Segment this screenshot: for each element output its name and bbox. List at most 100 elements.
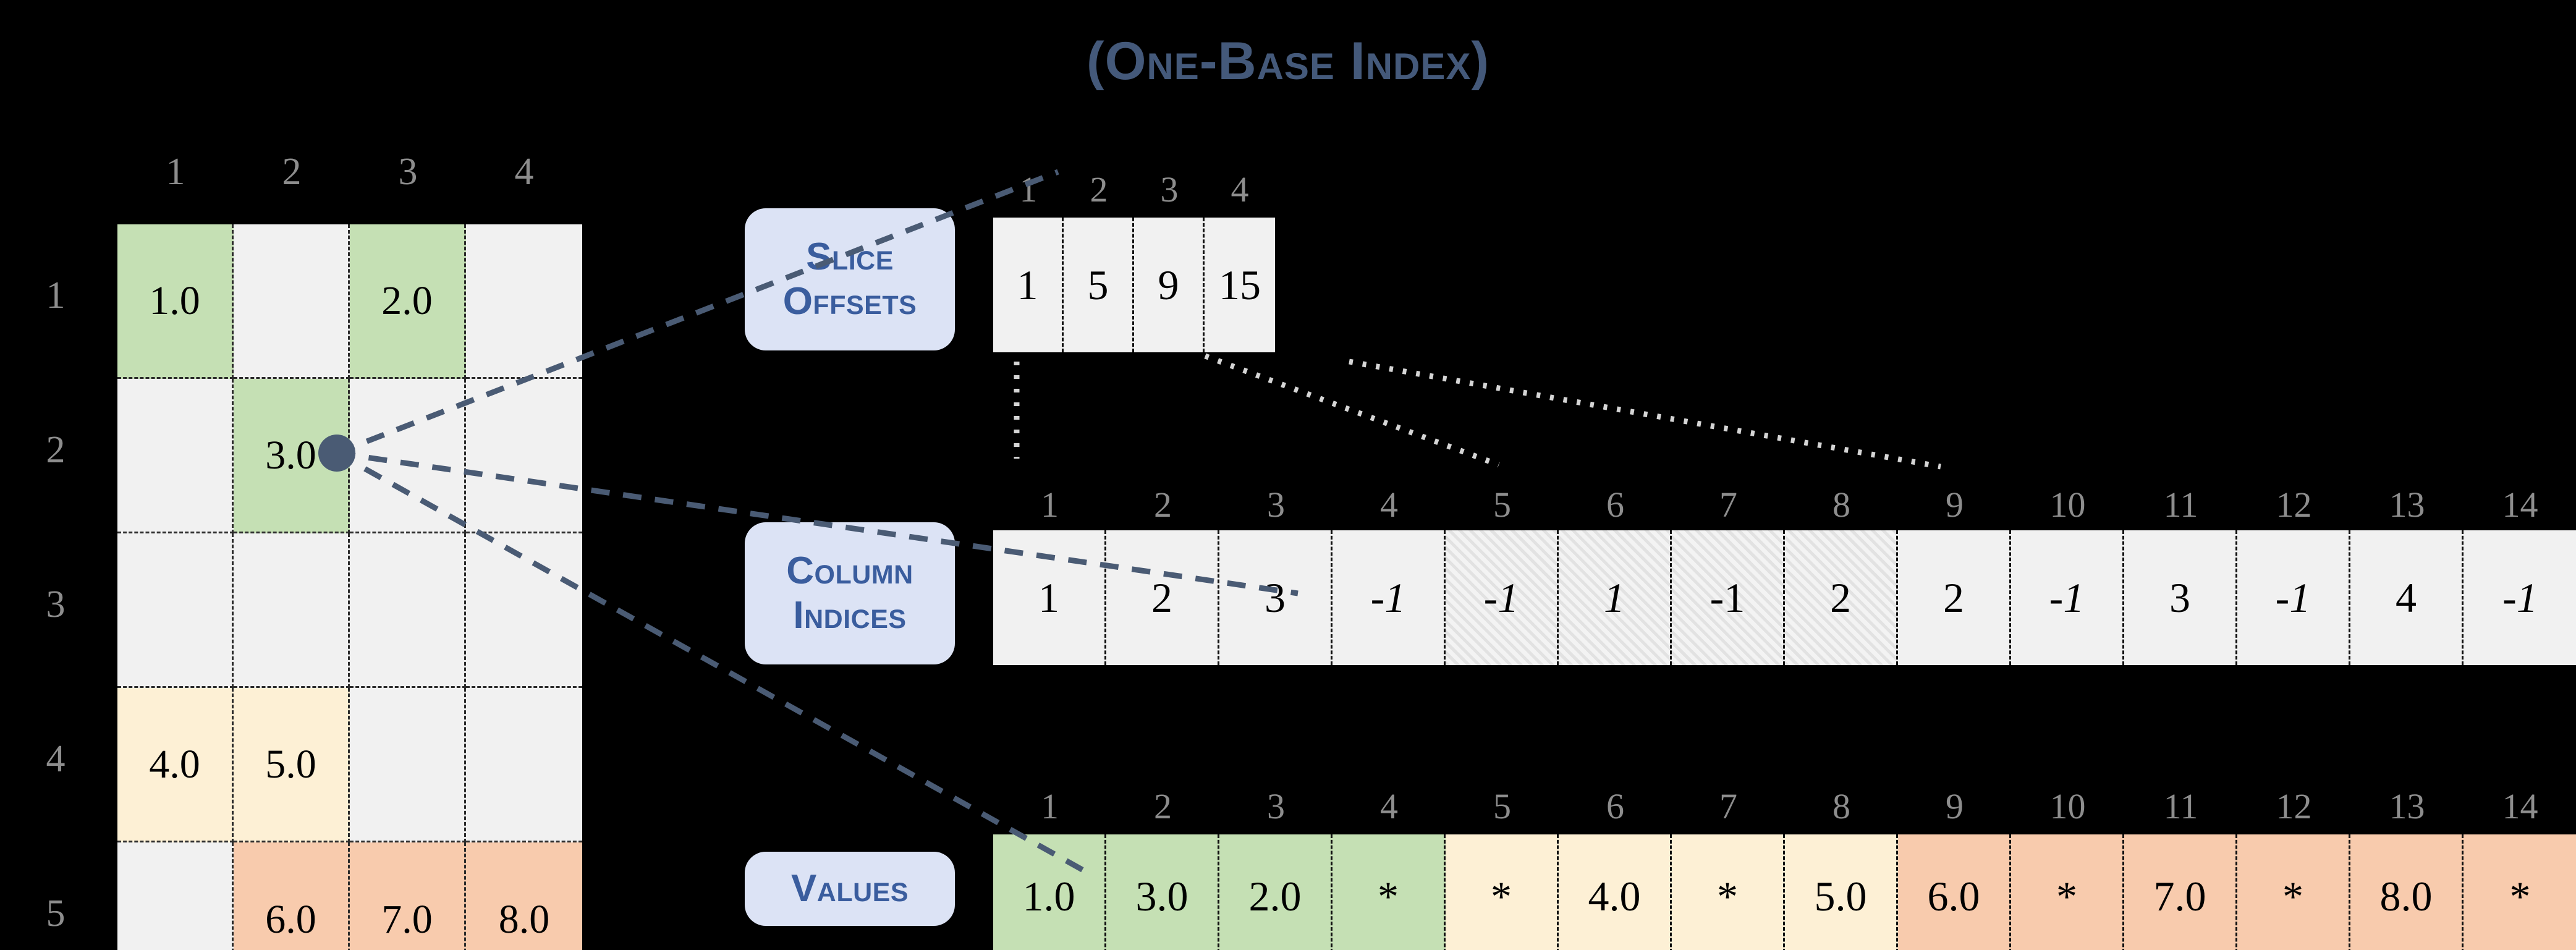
column-indices-index-14: 14 — [2502, 485, 2538, 525]
matrix-row-header-1: 1 — [46, 274, 66, 316]
column-indices-cell-9: 2 — [1898, 530, 2011, 665]
column-indices-cell-12: -1 — [2237, 530, 2350, 665]
column-indices-index-2: 2 — [1154, 485, 1172, 525]
matrix-cell-r4-c1: 4.0 — [117, 688, 234, 842]
column-indices-index-3: 3 — [1267, 485, 1285, 525]
values-index-5: 5 — [1493, 786, 1511, 826]
matrix-row-header-3: 3 — [46, 583, 66, 626]
values-index-11: 11 — [2163, 786, 2198, 826]
matrix-cell-r5-c2: 6.0 — [234, 842, 350, 950]
matrix-cell-r5-c3: 7.0 — [350, 842, 466, 950]
column-indices-cell-3: 3 — [1219, 530, 1332, 665]
values-cell-7: * — [1672, 834, 1785, 950]
matrix-col-header-2: 2 — [282, 151, 302, 193]
values-cell-8: 5.0 — [1785, 834, 1898, 950]
values-index-9: 9 — [1946, 786, 1964, 826]
values-cell-12: * — [2237, 834, 2350, 950]
values-cell-4: * — [1332, 834, 1446, 950]
column-indices-cell-10: -1 — [2011, 530, 2124, 665]
matrix-col-header-3: 3 — [398, 151, 418, 193]
column-indices-index-7: 7 — [1719, 485, 1737, 525]
slice-offsets-label[interactable]: Slice Offsets — [745, 208, 955, 350]
matrix-row-header-2: 2 — [46, 429, 66, 471]
link-offset3-to-index9 — [1349, 358, 1941, 470]
values-cell-2: 3.0 — [1106, 834, 1219, 950]
values-cell-11: 7.0 — [2124, 834, 2237, 950]
slice-offsets-index-3: 3 — [1160, 169, 1179, 210]
column-indices-cell-6: 1 — [1559, 530, 1672, 665]
matrix-cell-r2-c3 — [350, 379, 466, 533]
matrix-cell-r4-c3 — [350, 688, 466, 842]
matrix-cell-r2-c2: 3.0 — [234, 379, 350, 533]
matrix-cell-r3-c4 — [466, 533, 582, 688]
values-cell-14: * — [2464, 834, 2576, 950]
values-cell-13: 8.0 — [2350, 834, 2464, 950]
values-cell-1: 1.0 — [993, 834, 1106, 950]
column-indices-index-12: 12 — [2276, 485, 2312, 525]
matrix-row-header-4: 4 — [46, 738, 66, 780]
values-index-7: 7 — [1719, 786, 1737, 826]
column-indices-index-10: 10 — [2049, 485, 2086, 525]
matrix-col-header-1: 1 — [166, 151, 185, 193]
column-indices-index-4: 4 — [1380, 485, 1398, 525]
column-indices-cell-5: -1 — [1446, 530, 1559, 665]
matrix-cell-r5-c1 — [117, 842, 234, 950]
values-index-10: 10 — [2049, 786, 2086, 826]
column-indices-cell-13: 4 — [2350, 530, 2464, 665]
slice-offsets-label-line1: Slice — [806, 235, 894, 279]
values-index-8: 8 — [1832, 786, 1850, 826]
values-index-13: 13 — [2389, 786, 2425, 826]
values-index-4: 4 — [1380, 786, 1398, 826]
values-index-12: 12 — [2276, 786, 2312, 826]
column-indices-cell-1: 1 — [993, 530, 1106, 665]
column-indices-index-6: 6 — [1606, 485, 1624, 525]
values-index-6: 6 — [1606, 786, 1624, 826]
slice-offsets-index-1: 1 — [1019, 169, 1038, 210]
values-index-1: 1 — [1041, 786, 1059, 826]
slice-offsets-cell-2: 5 — [1064, 218, 1134, 352]
column-indices-label-line1: Column — [786, 549, 913, 593]
column-indices-index-1: 1 — [1041, 485, 1059, 525]
column-indices-index-13: 13 — [2389, 485, 2425, 525]
matrix-cell-r1-c2 — [234, 224, 350, 379]
matrix-cell-r2-c4 — [466, 379, 582, 533]
column-indices-label-line2: Indices — [793, 594, 907, 637]
column-indices-label[interactable]: Column Indices — [745, 522, 955, 664]
column-indices-index-9: 9 — [1946, 485, 1964, 525]
values-index-2: 2 — [1154, 786, 1172, 826]
matrix-cell-r4-c4 — [466, 688, 582, 842]
matrix-cell-r3-c3 — [350, 533, 466, 688]
slice-offsets-cell-1: 1 — [993, 218, 1064, 352]
matrix-cell-r1-c1: 1.0 — [117, 224, 234, 379]
values-label-line1: Values — [790, 867, 909, 910]
values-cell-6: 4.0 — [1559, 834, 1672, 950]
column-indices-index-8: 8 — [1832, 485, 1850, 525]
column-indices-cell-4: -1 — [1332, 530, 1446, 665]
column-indices-cell-14: -1 — [2464, 530, 2576, 665]
values-index-14: 14 — [2502, 786, 2538, 826]
slice-offsets-cell-3: 9 — [1134, 218, 1205, 352]
slice-offsets-label-line2: Offsets — [782, 280, 917, 323]
column-indices-cell-2: 2 — [1106, 530, 1219, 665]
matrix-cell-r1-c4 — [466, 224, 582, 379]
values-cell-5: * — [1446, 834, 1559, 950]
values-label[interactable]: Values — [745, 852, 955, 926]
matrix-cell-r1-c3: 2.0 — [350, 224, 466, 379]
column-indices-index-5: 5 — [1493, 485, 1511, 525]
matrix-cell-r3-c1 — [117, 533, 234, 688]
matrix-cell-r3-c2 — [234, 533, 350, 688]
values-cell-9: 6.0 — [1898, 834, 2011, 950]
matrix-cell-r2-c1 — [117, 379, 234, 533]
slice-offsets-cell-4: 15 — [1205, 218, 1275, 352]
column-indices-index-11: 11 — [2163, 485, 2198, 525]
matrix-cell-r4-c2: 5.0 — [234, 688, 350, 842]
matrix-row-header-5: 5 — [46, 893, 66, 935]
